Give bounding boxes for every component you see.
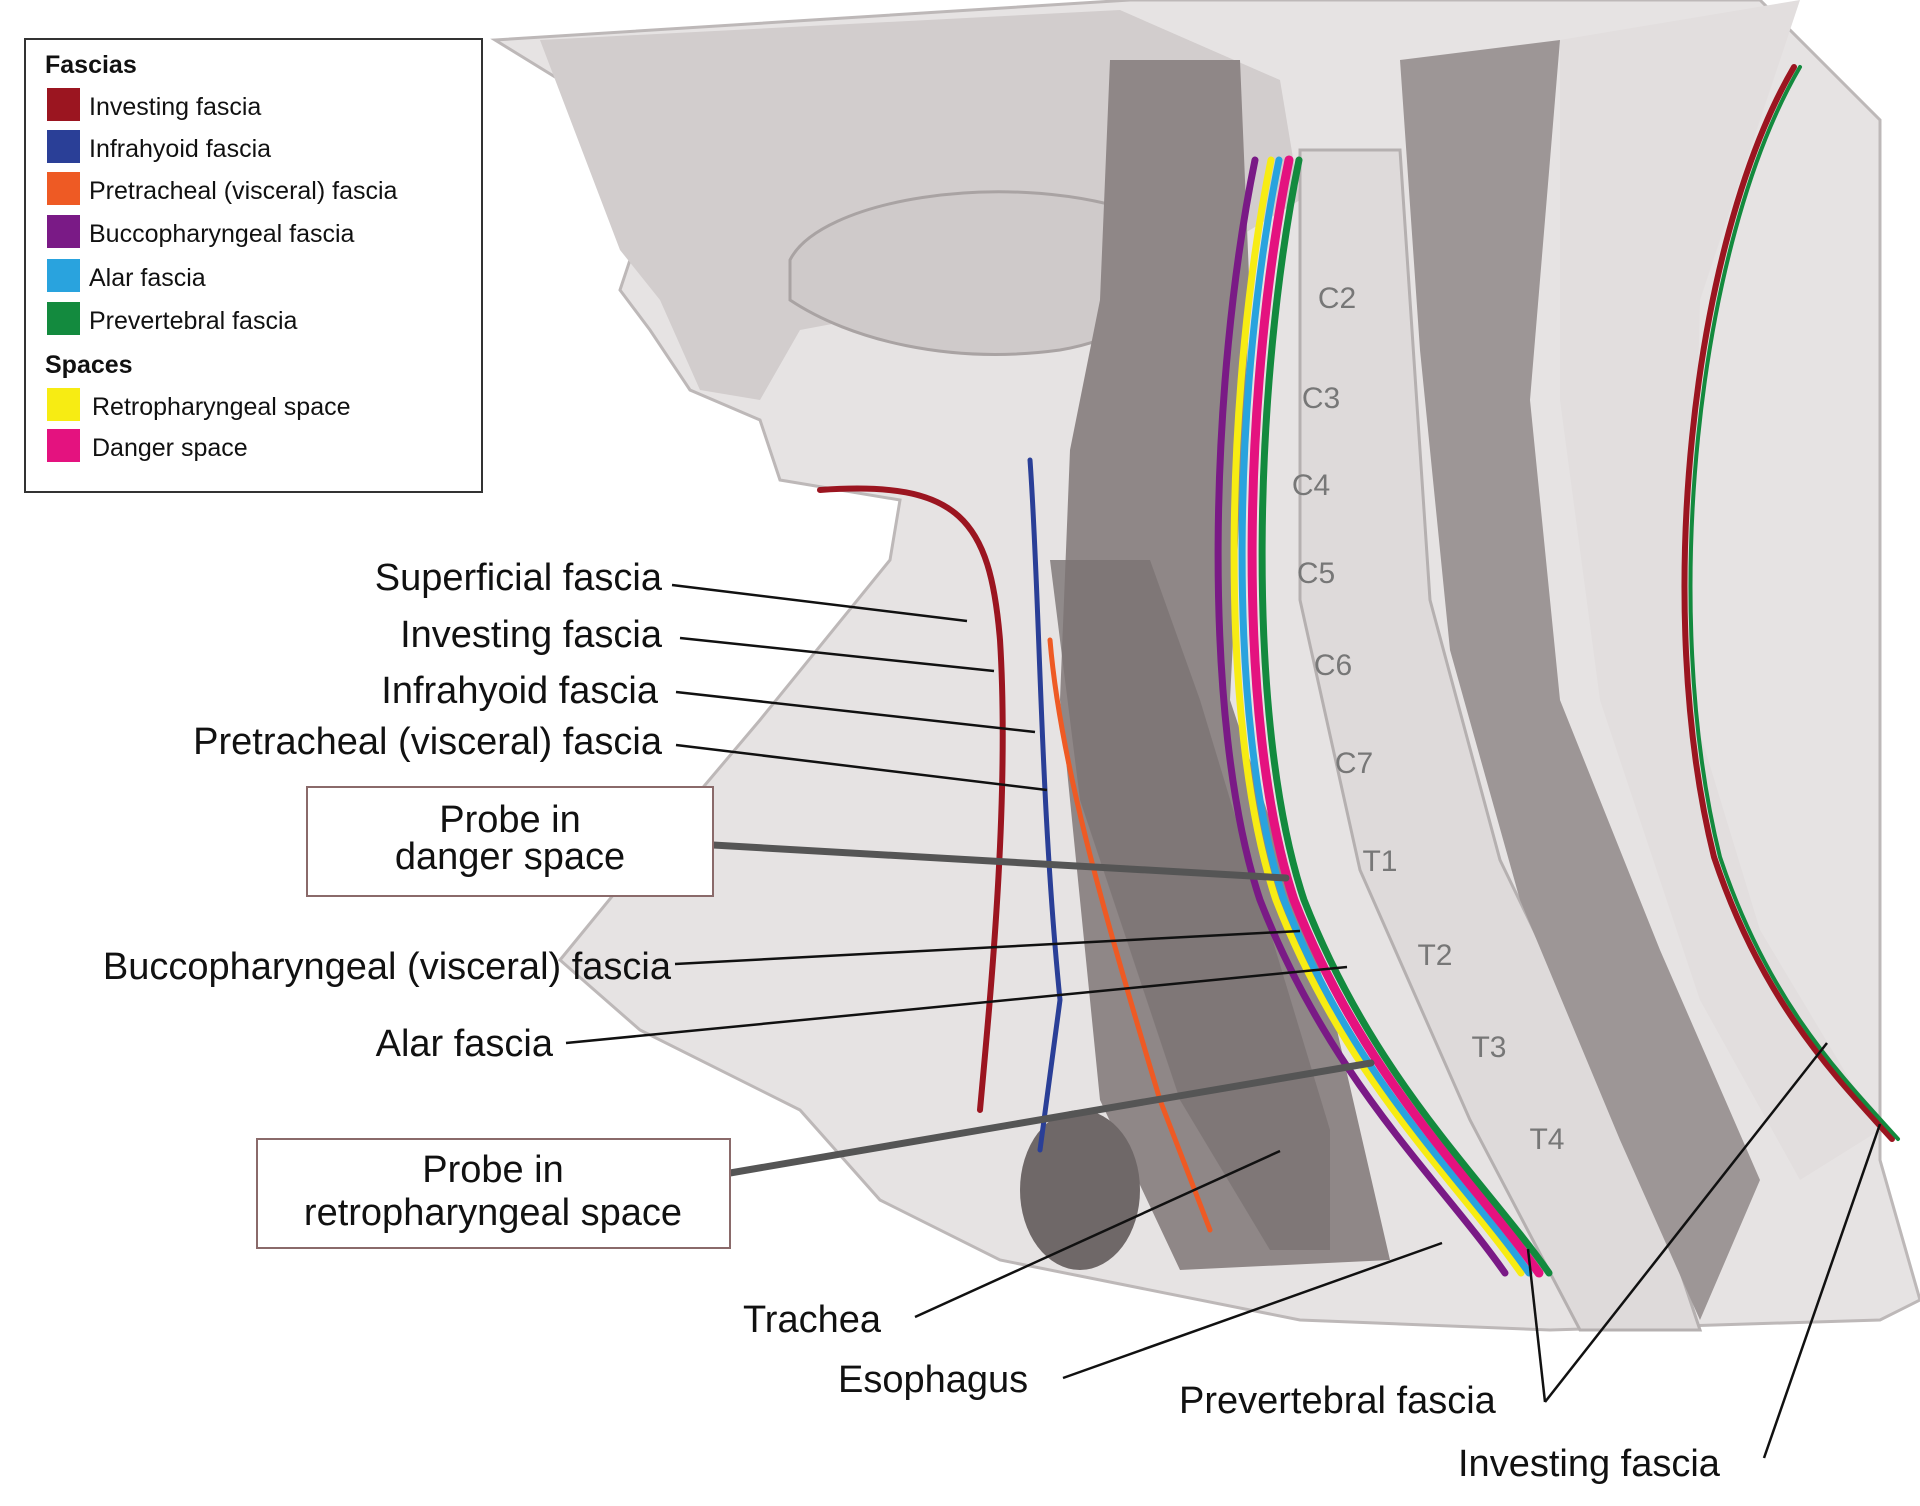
legend-item-prevertebral: Prevertebral fascia <box>47 302 298 335</box>
probe-retro-label-line2: retropharyngeal space <box>304 1192 682 1234</box>
legend-item-danger: Danger space <box>47 429 248 462</box>
label-trachea: Trachea <box>743 1299 882 1341</box>
esophagus-lumen <box>1020 1110 1140 1270</box>
legend-label: Buccopharyngeal fascia <box>89 220 355 248</box>
vertebra-label: C5 <box>1297 557 1335 590</box>
vertebra-label: C2 <box>1318 282 1356 315</box>
legend: Fascias Investing fascia Infrahyoid fasc… <box>24 38 483 493</box>
legend-label: Prevertebral fascia <box>89 307 298 335</box>
label-prevertebral-fascia: Prevertebral fascia <box>1179 1380 1497 1422</box>
probe-danger-label-line2: danger space <box>395 836 625 878</box>
legend-spaces-heading: Spaces <box>45 351 133 379</box>
legend-label: Pretracheal (visceral) fascia <box>89 177 398 205</box>
vertebra-label: C7 <box>1335 747 1373 780</box>
label-investing-fascia: Investing fascia <box>400 614 663 656</box>
legend-label: Alar fascia <box>89 264 206 292</box>
legend-label: Danger space <box>92 434 248 462</box>
label-pretracheal-fascia: Pretracheal (visceral) fascia <box>193 721 663 763</box>
posterior-neck <box>1560 0 1880 1180</box>
vertebra-labels: C2 C3 C4 C5 C6 C7 T1 T2 T3 T4 <box>1292 282 1565 1156</box>
legend-fascias-heading: Fascias <box>45 51 137 79</box>
retropharyngeal-band <box>1230 156 1525 1277</box>
anatomy-illustration <box>490 0 1920 1332</box>
probe-retro-box: Probe in retropharyngeal space <box>256 1138 731 1249</box>
infrahyoid-band <box>1027 457 1063 1153</box>
vertebra-label: C6 <box>1314 649 1352 682</box>
vertebra-label: T4 <box>1529 1123 1564 1156</box>
spinal-cord <box>1400 40 1760 1320</box>
legend-item-buccopharyngeal: Buccopharyngeal fascia <box>47 215 355 248</box>
prevertebral-band <box>1258 156 1553 1277</box>
label-infrahyoid-fascia: Infrahyoid fascia <box>381 670 659 712</box>
investing-front-band <box>817 485 1006 1113</box>
alar-band <box>1238 156 1533 1277</box>
label-alar-fascia: Alar fascia <box>376 1023 554 1065</box>
spine <box>1298 148 1703 1332</box>
probe-retropharyngeal-space <box>726 1059 1375 1177</box>
label-buccopharyngeal-fascia: Buccopharyngeal (visceral) fascia <box>103 946 672 988</box>
fascia-bands <box>817 64 1900 1278</box>
legend-item-retropharyngeal: Retropharyngeal space <box>47 388 351 421</box>
legend-item-pretracheal: Pretracheal (visceral) fascia <box>47 172 398 205</box>
legend-item-infrahyoid: Infrahyoid fascia <box>47 130 271 163</box>
vertebra-label: T3 <box>1471 1031 1506 1064</box>
trachea <box>1050 560 1330 1250</box>
pretracheal-band <box>1047 637 1213 1233</box>
legend-label: Infrahyoid fascia <box>89 135 271 163</box>
vertebra-label: C3 <box>1302 382 1340 415</box>
legend-label: Retropharyngeal space <box>92 393 351 421</box>
probe-danger-label-line1: Probe in <box>439 799 581 841</box>
buccopharyngeal-band <box>1214 156 1509 1277</box>
legend-item-alar: Alar fascia <box>47 259 206 292</box>
leader-lines <box>565 583 1882 1459</box>
vertebra-label: T1 <box>1362 845 1397 878</box>
vertebra-label: T2 <box>1417 939 1452 972</box>
legend-label: Investing fascia <box>89 93 261 121</box>
vertebra-label: C4 <box>1292 469 1330 502</box>
label-esophagus: Esophagus <box>838 1359 1028 1401</box>
prevertebral-back-band <box>1688 65 1900 1141</box>
label-investing-fascia-bottom: Investing fascia <box>1458 1443 1721 1485</box>
probe-danger-box: Probe in danger space <box>306 786 714 897</box>
danger-space-band <box>1247 155 1544 1278</box>
legend-item-investing: Investing fascia <box>47 88 261 121</box>
label-superficial-fascia: Superficial fascia <box>375 557 663 599</box>
probe-danger-space <box>709 841 1290 882</box>
probe-retro-label-line1: Probe in <box>422 1149 564 1191</box>
